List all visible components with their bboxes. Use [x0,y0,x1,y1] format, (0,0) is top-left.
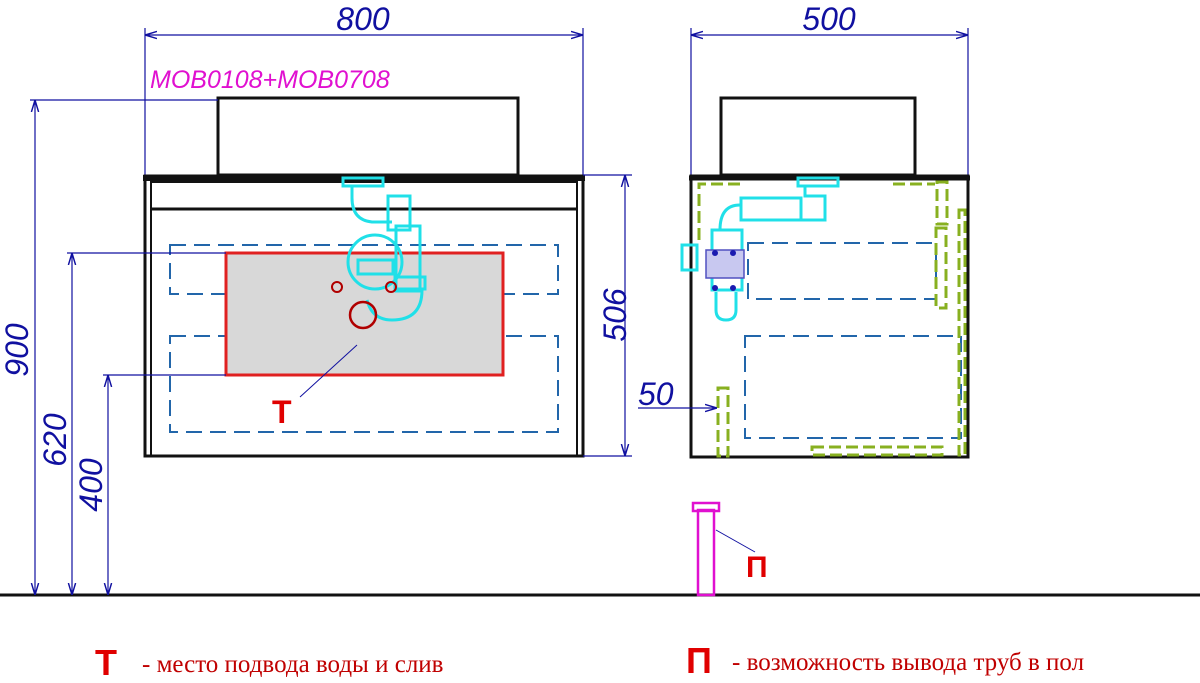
model-label: MOB0108+MOB0708 [150,66,390,94]
legend-t-text: - место подвода воды и слив [142,651,443,678]
dimension-label-506: 506 [597,288,633,342]
dimension-label-500: 500 [802,1,856,37]
side-view: 50 [638,96,970,459]
washbasin-side [719,96,917,177]
siphon-icon [341,176,427,322]
legend: Т - место подвода воды и слив П - возмож… [95,640,1084,683]
dimension-label-400: 400 [73,458,109,512]
dimension-label-900: 900 [0,323,35,377]
marker-t: Т [272,394,292,430]
dimension-label-800: 800 [336,1,390,37]
legend-p-text: - возможность вывода труб в пол [732,649,1084,676]
marker-p: П [746,551,768,584]
dimension-front-width: 800 [144,1,584,175]
dimension-inlet-height: 620 [37,252,226,595]
siphon-side-icon [680,176,840,322]
legend-p-symbol: П [686,640,712,681]
front-view: Т [143,96,585,458]
dimension-inlet-bottom: 400 [73,374,226,595]
dimension-cabinet-height: 506 [583,174,633,457]
legend-t-symbol: Т [95,642,117,683]
dimension-side-depth: 500 [690,1,969,175]
washbasin-front [216,96,520,177]
water-connection-zone [224,251,505,377]
dimension-total-height: 900 [0,99,218,595]
dimension-label-620: 620 [37,413,73,467]
floor-pipe-icon: П [691,501,768,597]
dimension-label-50: 50 [638,376,674,412]
